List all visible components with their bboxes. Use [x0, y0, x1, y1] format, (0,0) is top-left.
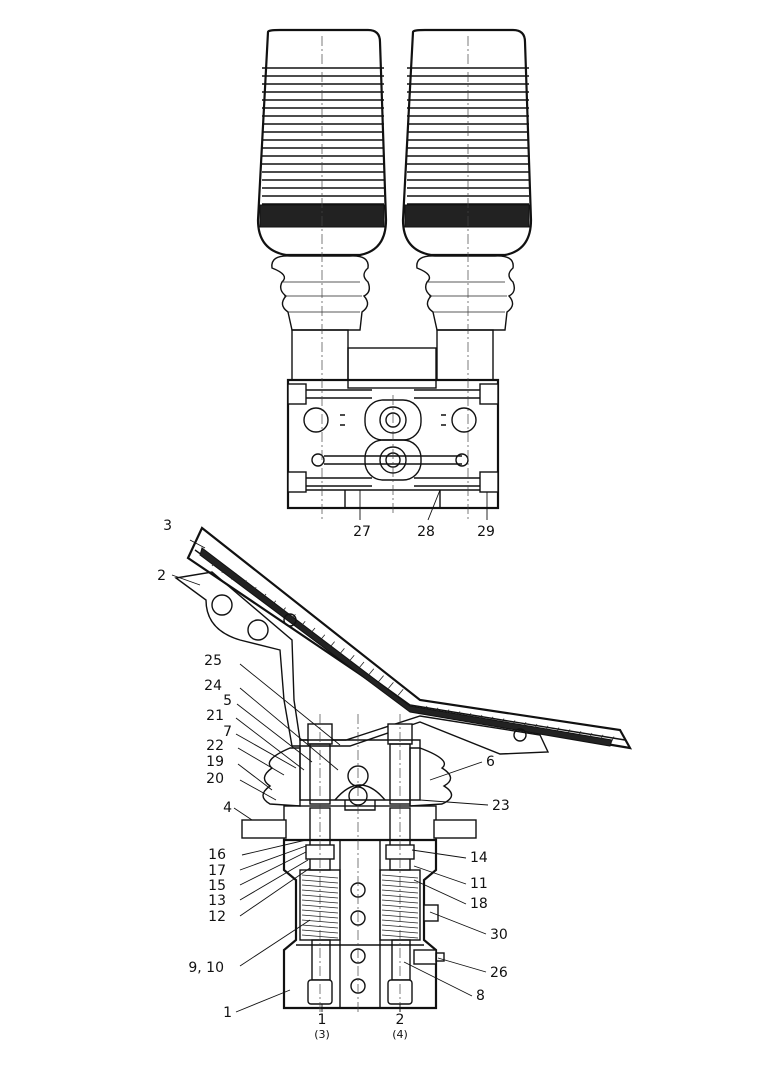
part-label: 25 — [204, 653, 222, 669]
port-label: 1 — [318, 1012, 327, 1028]
side-flange — [433, 819, 477, 839]
port-label: (4) — [392, 1028, 408, 1041]
part-label: 21 — [206, 708, 224, 724]
valve-body-side — [282, 838, 438, 1010]
part-label: 30 — [490, 927, 508, 943]
part-label: 9, 10 — [188, 960, 224, 976]
part-label: 28 — [417, 524, 435, 540]
part-label: 3 — [163, 518, 172, 534]
side-bellows-right — [409, 747, 453, 807]
side-view — [171, 526, 633, 1013]
right-pedal-pad — [401, 28, 533, 257]
left-bellows — [271, 255, 371, 331]
pivot-hole — [211, 594, 233, 616]
part-label: 26 — [490, 965, 508, 981]
part-label: 16 — [208, 847, 226, 863]
part-label: 18 — [470, 896, 488, 912]
mount-hole — [303, 407, 329, 433]
mount-hole — [451, 407, 477, 433]
port-label: (3) — [314, 1028, 330, 1041]
left-pedal-pad — [256, 28, 388, 257]
part-label: 20 — [206, 771, 224, 787]
part-label: 17 — [208, 863, 226, 879]
right-bellows — [416, 255, 516, 331]
pivot-hole — [247, 619, 269, 641]
part-label: 29 — [477, 524, 495, 540]
side-bellows-left — [262, 747, 301, 807]
port-label: 2 — [396, 1012, 405, 1028]
side-flange — [241, 819, 287, 839]
pad-dark-band — [404, 204, 530, 228]
part-label: 4 — [223, 800, 232, 816]
part-label: 24 — [204, 678, 222, 694]
part-label: 14 — [470, 850, 488, 866]
top-view — [256, 28, 533, 521]
part-label: 13 — [208, 893, 226, 909]
part-label: 1 — [223, 1005, 232, 1021]
part-label: 22 — [206, 738, 224, 754]
pedal-arm — [186, 526, 633, 750]
part-label: 5 — [223, 693, 232, 709]
part-label: 2 — [157, 568, 166, 584]
part-label: 11 — [470, 876, 488, 892]
part-label: 19 — [206, 754, 224, 770]
part-label: 12 — [208, 909, 226, 925]
part-label: 15 — [208, 878, 226, 894]
part-label: 7 — [223, 724, 232, 740]
part-label: 8 — [476, 988, 485, 1004]
part-label: 23 — [492, 798, 510, 814]
part-label: 27 — [353, 524, 371, 540]
part-label: 6 — [486, 754, 495, 770]
